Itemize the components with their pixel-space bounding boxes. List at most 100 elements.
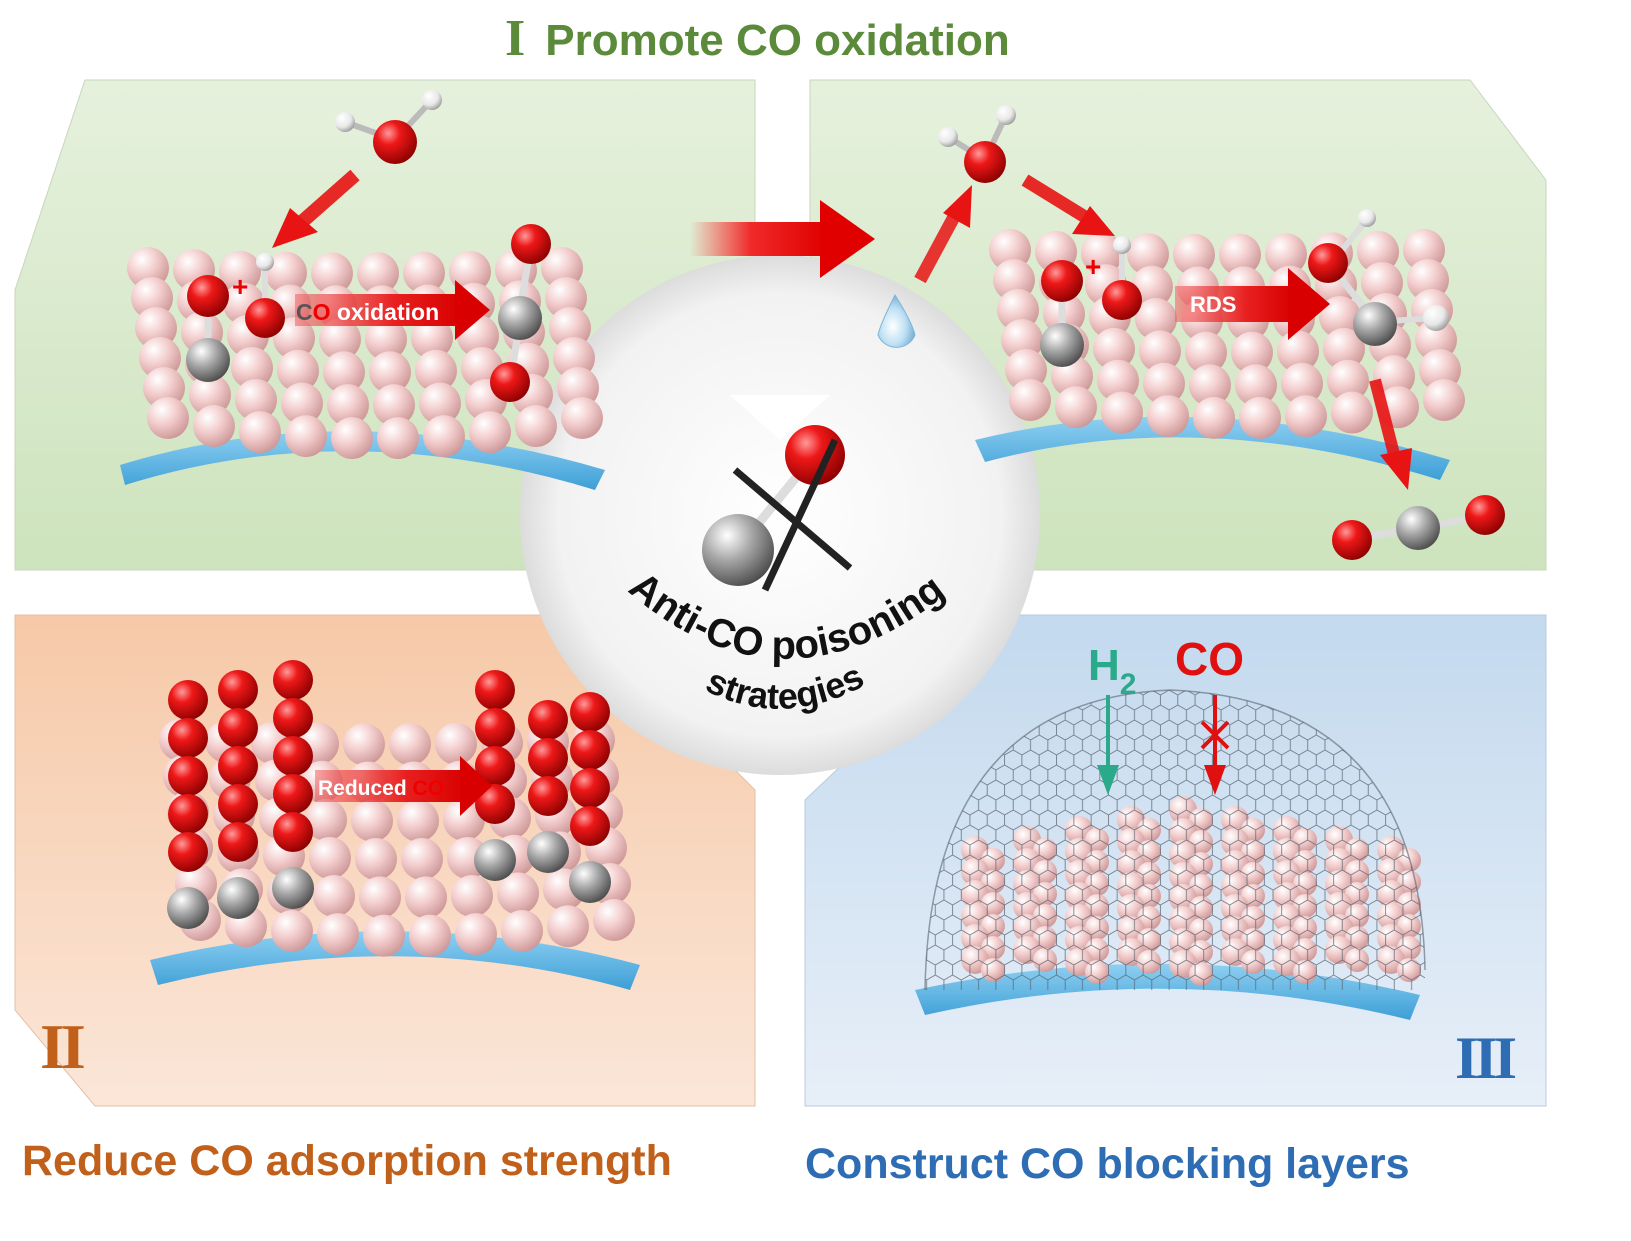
pt-atom [449,250,491,293]
co-label-panel4: CO [1175,633,1244,685]
pt-atom [311,252,353,295]
pt-atom [1281,362,1323,405]
water-droplet-icon [877,293,916,348]
pt-atom [401,838,443,881]
pt-atom [1189,364,1231,407]
o-atom [168,794,208,834]
pt-atom [1231,331,1273,374]
arrow-rds [1175,268,1330,340]
rds-label: RDS [1190,292,1236,317]
arrow-panel1-to-panel2 [690,200,875,278]
numeral-iii: III [1455,1025,1516,1091]
pt-atom [1185,331,1227,374]
co-molecule-center [702,425,845,586]
o-atom [475,670,515,710]
co-oxidation-label: CO oxidation [296,299,439,325]
pt-atom [369,351,411,394]
c-atom [167,887,209,929]
pt-atom [451,875,493,918]
h2-arrow [1097,695,1119,795]
arrow-to-co2 [1369,378,1412,490]
pt-atom [231,346,273,389]
o-atom [528,738,568,778]
pt-atom [1265,233,1307,276]
pt-atom [1009,379,1051,421]
o-atom [273,698,313,738]
pt-atom [419,382,461,425]
o-atom [570,768,610,808]
pt-atom [357,252,399,295]
o-atom [570,692,610,732]
arrow-co-oxidation [295,280,490,340]
numeral-ii: II [40,1011,84,1082]
pt-atom [1285,395,1327,438]
pt-atom [271,909,313,952]
o-atom [218,670,258,710]
charge-label-2: + [1085,251,1101,282]
center-notch-top [730,395,830,440]
pt-atom [1055,386,1097,429]
o-atom [218,708,258,748]
pt-atom [1139,330,1181,373]
o-atom [168,756,208,796]
pt-atom [273,317,315,360]
pt-atom [1277,330,1319,373]
substrate-2 [975,416,1450,480]
h2-label: H2 [1088,641,1136,701]
o-atom [273,736,313,776]
reduced-co-label: Reduced CO [318,777,444,800]
pt-atom [501,909,543,952]
cross-icon [732,438,853,592]
pt-atom [1219,233,1261,276]
pt-atom [365,318,407,361]
o-atom [168,680,208,720]
pt-atom [435,722,477,765]
pt-atom [1327,359,1369,402]
pt-atom [219,250,261,293]
pt-atom [1093,327,1135,370]
pt-atom [593,899,635,941]
c-atom [217,877,259,919]
pt-atom [469,411,511,454]
pt-atom [193,405,235,448]
pt-atom [323,351,365,394]
pt-atom [377,417,419,460]
pt-atom [285,415,327,458]
pt-atom [411,317,453,360]
pt-atom [373,384,415,427]
pt-atom [415,349,457,392]
o-atom [475,708,515,748]
pt-atom [497,872,539,915]
pt-atom [403,251,445,294]
pt-atom [1361,261,1403,304]
o-atom [218,746,258,786]
pt-atom [235,379,277,422]
charge-label-1: + [232,271,248,302]
pt-atom [359,876,401,919]
pt-atom [1101,391,1143,434]
o-atom [570,806,610,846]
pt-atom [1235,364,1277,407]
pt-atom [309,836,351,879]
title-bottom-left: Reduce CO adsorption strength [22,1137,672,1185]
o-atom [273,812,313,852]
arrow-water-to-surface-2 [1021,174,1115,236]
pt-atom [389,723,431,766]
pt-atom [281,382,323,425]
pt-atom [1081,232,1123,275]
pt-atom [443,798,485,841]
o-atom [218,822,258,862]
pt-atom [1097,359,1139,402]
pt-atom [363,914,405,957]
arrow-droplet-to-water [914,185,972,284]
arrow-reduced-co [315,756,492,816]
o-atom [273,660,313,700]
pt-atom [355,838,397,881]
pt-atom [239,411,281,454]
pt-atom [1373,355,1415,398]
c-atom [527,831,569,873]
pt-atom [277,349,319,392]
o-atom [218,784,258,824]
